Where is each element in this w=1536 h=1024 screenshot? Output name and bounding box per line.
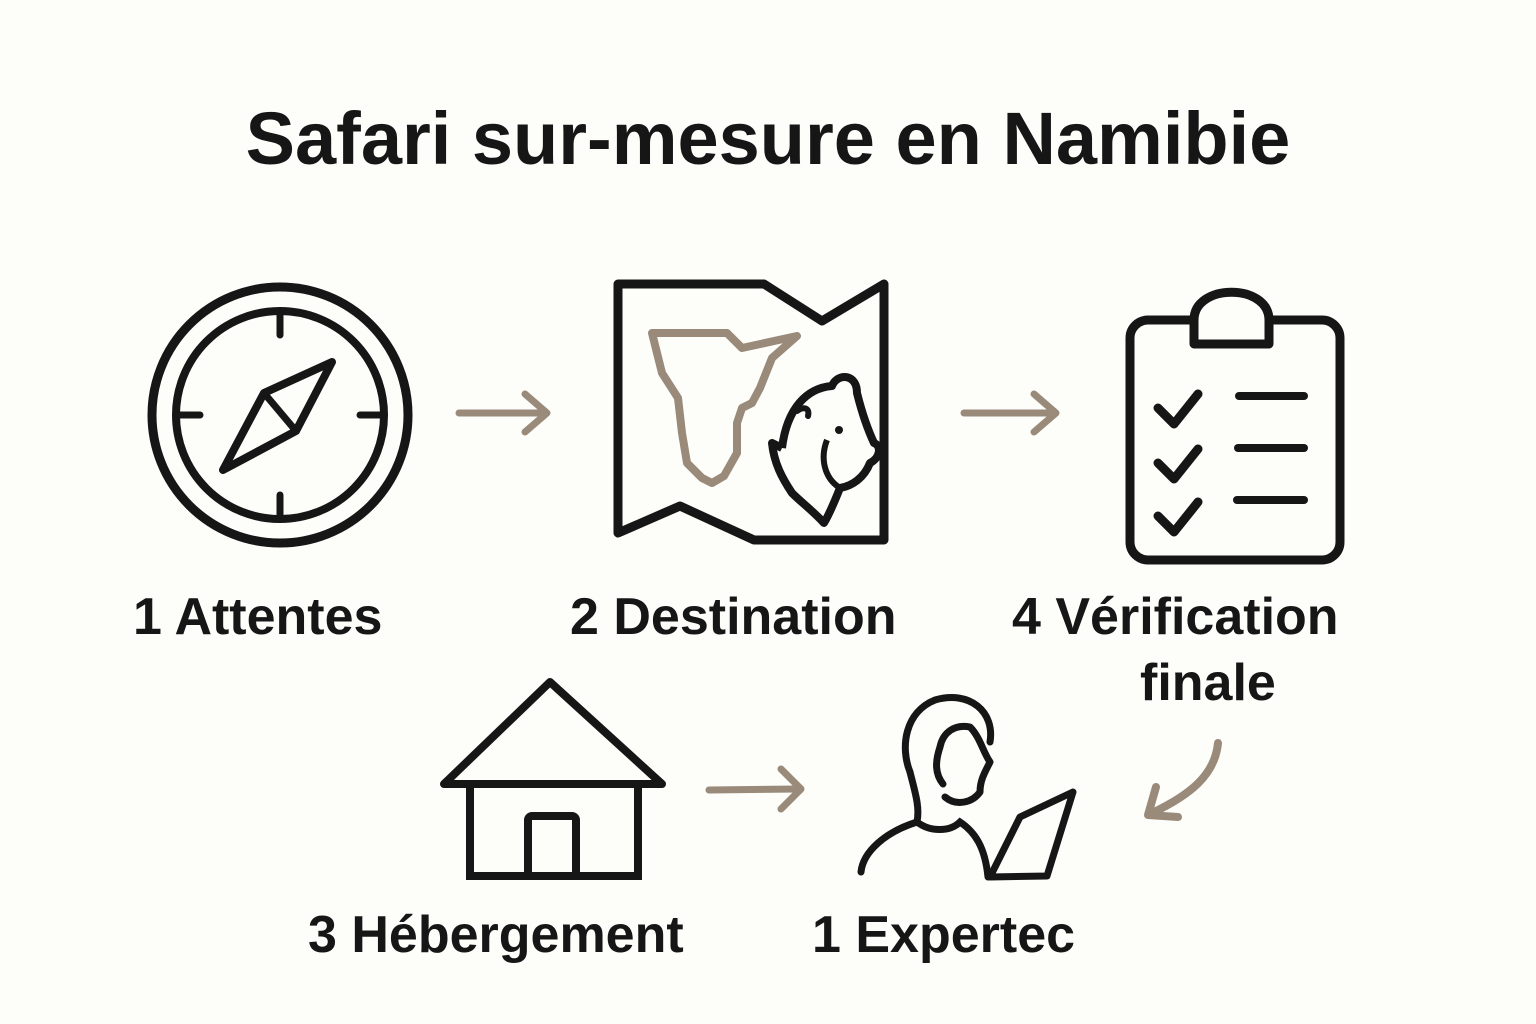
person-reading-icon xyxy=(855,692,1085,892)
house-icon xyxy=(440,676,666,886)
step-label-destination: 2 Destination xyxy=(570,588,897,646)
map-lion-icon xyxy=(612,278,892,548)
step-label-hebergement: 3 Hébergement xyxy=(308,906,684,964)
arrow-right-icon xyxy=(455,390,555,441)
arrow-right-icon xyxy=(705,765,810,820)
compass-icon xyxy=(145,280,415,555)
step-label-verification-line1: 4 Vérification xyxy=(1012,588,1339,646)
curved-arrow-down-left-icon xyxy=(1140,735,1230,830)
page-title: Safari sur-mesure en Namibie xyxy=(245,97,1291,180)
step-label-attentes: 1 Attentes xyxy=(133,588,383,646)
clipboard-checklist-icon xyxy=(1124,278,1346,573)
step-label-verification-line2: finale xyxy=(1140,654,1276,712)
step-label-expertec: 1 Expertec xyxy=(812,906,1076,964)
arrow-right-icon xyxy=(960,390,1065,441)
